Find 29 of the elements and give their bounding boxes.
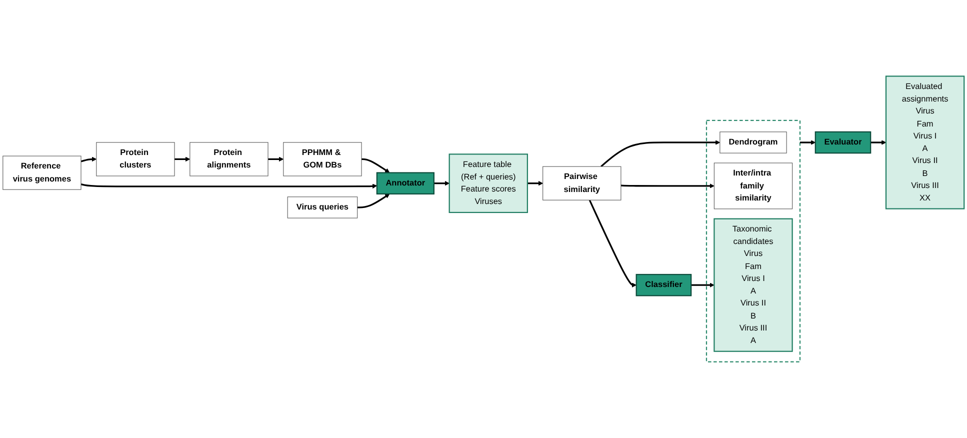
node-box: PPHMM & GOM DBs	[283, 142, 362, 176]
cluster	[706, 120, 801, 362]
node-box: Evaluated assignments Virus Fam Virus I A Virus II B Virus III XX	[885, 76, 965, 210]
node-box: Dendrogram	[720, 132, 787, 154]
node-box: Reference virus genomes	[2, 156, 82, 190]
arrow	[80, 183, 378, 189]
arrow	[174, 156, 190, 162]
node-box: Classifier	[636, 274, 692, 296]
arrow	[268, 156, 284, 162]
arrow	[691, 282, 714, 288]
node-box: Protein clusters	[96, 142, 175, 176]
node-box: Annotator	[376, 172, 434, 194]
arrow	[620, 184, 714, 188]
node-box: Pairwise similarity	[542, 166, 622, 200]
arrow	[870, 140, 886, 145]
arrow	[527, 180, 544, 186]
arrow	[800, 140, 816, 145]
node-box: Inter/intra family similarity	[714, 162, 793, 210]
arrow	[362, 158, 390, 173]
arrow	[588, 200, 637, 288]
node-box: Evaluator	[814, 131, 872, 154]
arrow	[80, 156, 97, 162]
node-box: Protein alignments	[190, 142, 268, 176]
arrow	[357, 194, 390, 208]
arrow	[434, 180, 450, 186]
arrow	[600, 140, 720, 168]
node-box: Virus queries	[287, 196, 358, 218]
node-box: Feature table (Ref + queries) Feature scores Viruses	[448, 154, 528, 214]
node-box: Taxonomic candidates Virus Fam Virus I A Virus II B Virus III A	[714, 218, 793, 352]
